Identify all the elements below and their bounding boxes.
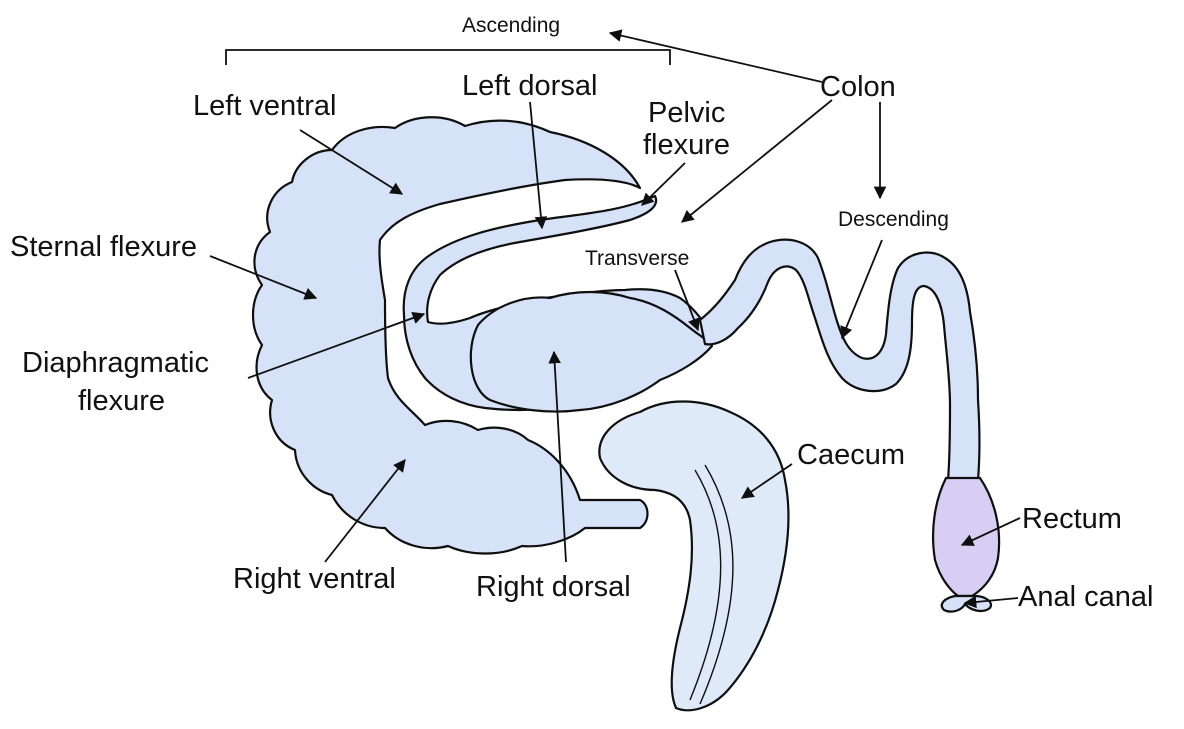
label-left-ventral: Left ventral <box>193 90 336 122</box>
label-ascending: Ascending <box>462 14 560 37</box>
label-pelvic-flexure-line2: flexure <box>643 129 730 161</box>
arrow-pelvic-flexure <box>642 163 685 205</box>
label-rectum: Rectum <box>1022 503 1122 535</box>
label-descending: Descending <box>838 208 949 231</box>
label-pelvic-flexure-line1: Pelvic <box>648 97 725 129</box>
label-diaphragmatic-line1: Diaphragmatic <box>22 347 209 379</box>
label-transverse: Transverse <box>585 247 689 270</box>
arrow-ascending <box>610 33 822 82</box>
ascending-bracket <box>226 50 670 65</box>
label-colon: Colon <box>820 71 896 103</box>
rectum <box>933 478 999 596</box>
caecum <box>599 402 788 711</box>
label-right-dorsal: Right dorsal <box>476 571 631 603</box>
anal-canal <box>942 596 991 612</box>
label-right-ventral: Right ventral <box>233 563 396 595</box>
label-left-dorsal: Left dorsal <box>462 70 597 102</box>
arrow-descending <box>842 240 882 338</box>
label-diaphragmatic-line2: flexure <box>78 385 165 417</box>
label-sternal-flexure: Sternal flexure <box>10 231 197 263</box>
label-anal-canal: Anal canal <box>1018 581 1153 613</box>
label-caecum: Caecum <box>797 439 905 471</box>
